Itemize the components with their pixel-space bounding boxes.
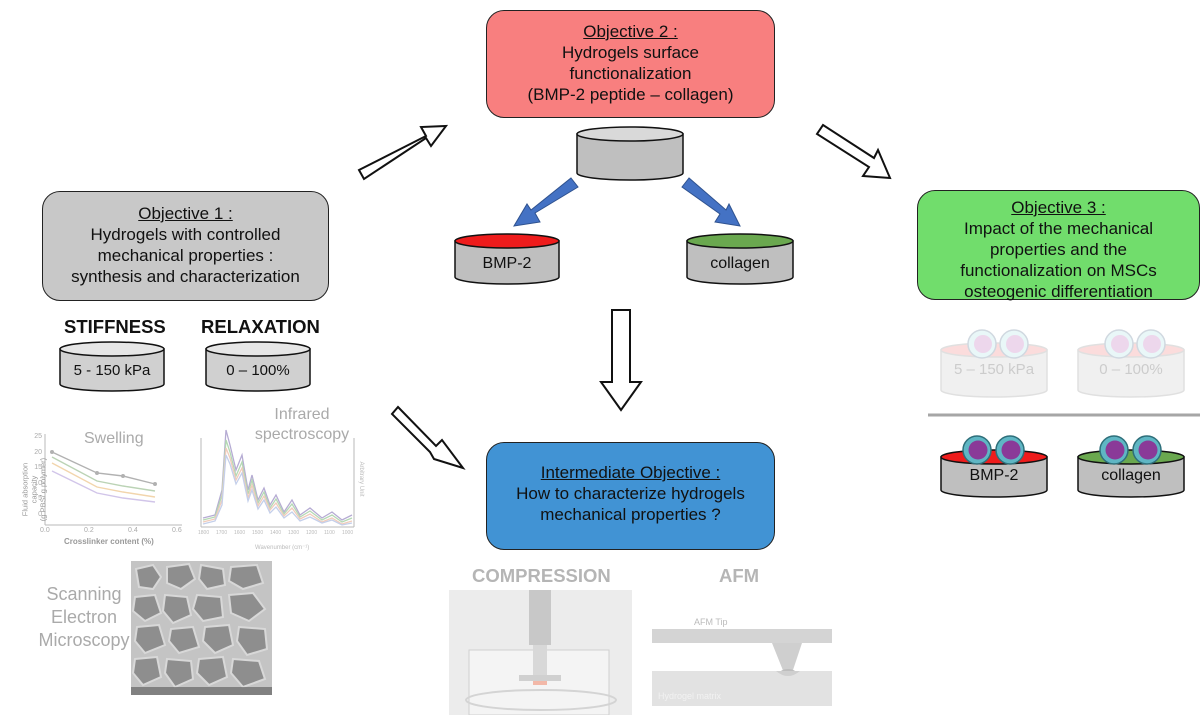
swelling-ytick: 20	[34, 448, 42, 456]
swelling-ytick: 10	[34, 479, 42, 487]
sem-label: Scanning Electron Microscopy	[36, 583, 132, 652]
objective-3-line: functionalization on MSCs	[960, 261, 1157, 280]
intermediate-objective-box: Intermediate Objective : How to characte…	[486, 442, 775, 550]
infrared-xtick: 1200	[306, 530, 318, 536]
relaxation-label: RELAXATION	[201, 316, 320, 337]
infrared-plot	[200, 429, 355, 528]
hydrogel-cylinder-center	[576, 126, 684, 181]
objective-2-line: Hydrogels surface	[561, 43, 699, 62]
compression-photo	[449, 590, 632, 715]
swelling-ytick: 15	[34, 464, 42, 471]
swelling-xtick: 0.0	[40, 527, 50, 534]
afm-illustration: AFM Tip Hydrogel matrix	[652, 611, 832, 706]
objective-1-box: Objective 1 : Hydrogels with controlled …	[42, 191, 329, 301]
swelling-ytick: 25	[34, 433, 42, 440]
arrow-obj1-to-obj2	[357, 124, 449, 181]
infrared-label-line: spectroscopy	[254, 426, 350, 443]
relaxation-range: 0 – 100%	[226, 362, 290, 379]
objective-2-line: functionalization	[569, 64, 692, 83]
afm-matrix-label: Hydrogel matrix	[658, 691, 722, 701]
afm-label: AFM	[719, 565, 760, 586]
collagen-cylinder	[686, 233, 794, 285]
objective-3-line: osteogenic differentiation	[964, 282, 1153, 301]
swelling-xtick: 0.2	[84, 527, 94, 534]
objective-3-box: Objective 3 : Impact of the mechanical p…	[917, 190, 1200, 301]
bmp2-label: BMP-2	[482, 255, 532, 272]
compression-label: COMPRESSION	[472, 565, 611, 586]
objective-2-title: Objective 2 :	[583, 22, 678, 41]
compression-illustration	[449, 590, 632, 715]
swelling-plot	[44, 434, 182, 526]
infrared-xtick: 1300	[288, 530, 300, 536]
swelling-xlabel: Crosslinker content (%)	[64, 537, 154, 546]
objective-1-line: mechanical properties :	[97, 246, 274, 265]
infrared-xtick: 1800	[198, 530, 210, 536]
swelling-xtick: 0.4	[128, 527, 138, 534]
sem-pores-pattern	[131, 561, 272, 695]
swelling-xtick: 0.6	[172, 527, 182, 534]
afm-tip-diagram	[652, 629, 832, 706]
blue-arrow-to-bmp2	[513, 177, 579, 227]
relaxation-cylinder	[205, 341, 311, 392]
stiffness-range: 5 - 150 kPa	[73, 362, 151, 379]
infrared-xtick: 1600	[234, 530, 246, 536]
objective-2-line: (BMP-2 peptide – collagen)	[527, 85, 734, 104]
faded-stiffness-range: 5 – 150 kPa	[953, 361, 1035, 378]
swelling-ytick: 0	[38, 510, 42, 518]
infrared-xtick: 1700	[216, 530, 228, 536]
infrared-xtick: 1500	[252, 530, 264, 536]
objective-3-line: Impact of the mechanical	[964, 219, 1153, 238]
faded-stiffness-cylinder	[940, 329, 1048, 398]
bmp2-cell-cylinder	[940, 435, 1048, 498]
objective-1-line: synthesis and characterization	[71, 267, 300, 286]
objective-1-line: Hydrogels with controlled	[90, 225, 281, 244]
collagen-cell-label: collagen	[1101, 467, 1161, 484]
infrared-xticks: 1800 1700 1600 1500 1400 1300 1200 1100 …	[198, 530, 358, 542]
infrared-xtick: 1100	[324, 530, 335, 536]
infrared-ylabel: Arbitrary Unit	[358, 461, 364, 497]
arrow-obj2-to-obj3	[815, 123, 892, 180]
collagen-cell-cylinder	[1077, 435, 1185, 498]
stiffness-cylinder	[59, 341, 165, 392]
infrared-xtick: 1000	[342, 530, 354, 536]
blue-arrow-to-collagen	[681, 177, 741, 227]
infrared-xlabel: Wavenumber (cm⁻¹)	[255, 545, 310, 551]
objective-3-title: Objective 3 :	[1011, 198, 1106, 217]
sem-label-line: Electron	[50, 607, 118, 627]
infrared-xtick: 1400	[270, 530, 282, 536]
intermediate-objective-line: How to characterize hydrogels	[516, 484, 745, 503]
arrow-down-to-intermediate	[599, 309, 643, 412]
infrared-label: Infrared spectroscopy	[252, 405, 352, 445]
bmp2-cell-label: BMP-2	[969, 467, 1019, 484]
sem-label-line: Scanning	[46, 584, 122, 604]
swelling-label: Swelling	[84, 430, 144, 447]
bmp2-cylinder	[454, 233, 560, 285]
sem-image	[131, 561, 272, 695]
afm-tip-label: AFM Tip	[694, 617, 728, 627]
faded-relaxation-range: 0 – 100%	[1099, 361, 1163, 378]
sem-label-line: Microscopy	[38, 630, 130, 650]
stiffness-label: STIFFNESS	[64, 316, 166, 337]
objective-1-title: Objective 1 :	[138, 204, 233, 223]
faded-relaxation-cylinder	[1077, 329, 1185, 398]
infrared-label-line: Infrared	[274, 406, 330, 423]
swelling-yticks: 25 20 15 10 5 0	[32, 429, 42, 522]
collagen-label: collagen	[710, 255, 770, 272]
swelling-ytick: 5	[38, 495, 42, 502]
intermediate-objective-line: mechanical properties ?	[540, 505, 721, 524]
objective-2-box: Objective 2 : Hydrogels surface function…	[486, 10, 775, 118]
intermediate-objective-title: Intermediate Objective :	[540, 463, 721, 482]
arrow-obj1-to-intermediate	[390, 405, 466, 470]
objective-3-line: properties and the	[989, 240, 1128, 259]
